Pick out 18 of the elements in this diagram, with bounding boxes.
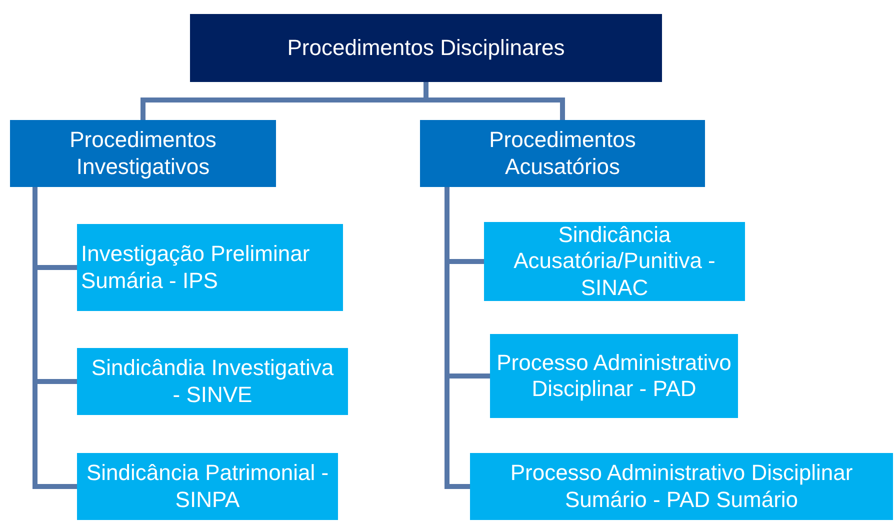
box-label: Sindicância Patrimonial - SINPA xyxy=(85,460,330,513)
process-box xyxy=(77,453,338,520)
process-box xyxy=(470,453,893,520)
box-label: Processo Administrativo Disciplinar Sumário - PAD Sumário xyxy=(509,460,854,513)
title-box xyxy=(190,14,662,82)
box-label: Sindicância Acusatória/Punitiva - SINAC xyxy=(512,222,716,302)
box-label: Processo Administrativo Disciplinar - PAD xyxy=(496,350,732,402)
process-box xyxy=(77,348,348,415)
process-box xyxy=(77,224,343,311)
category-box xyxy=(10,120,276,187)
box-label: Procedimentos Acusatórios xyxy=(488,127,637,180)
process-box xyxy=(484,222,745,301)
box-label: Sindicândia Investigativa - SINVE xyxy=(90,355,335,408)
category-box xyxy=(420,120,705,187)
box-label: Procedimentos Investigativos xyxy=(68,127,218,180)
process-box xyxy=(490,334,738,418)
box-label: Investigação Preliminar Sumária - IPS xyxy=(81,241,311,294)
box-label: Procedimentos Disciplinares xyxy=(287,34,565,62)
